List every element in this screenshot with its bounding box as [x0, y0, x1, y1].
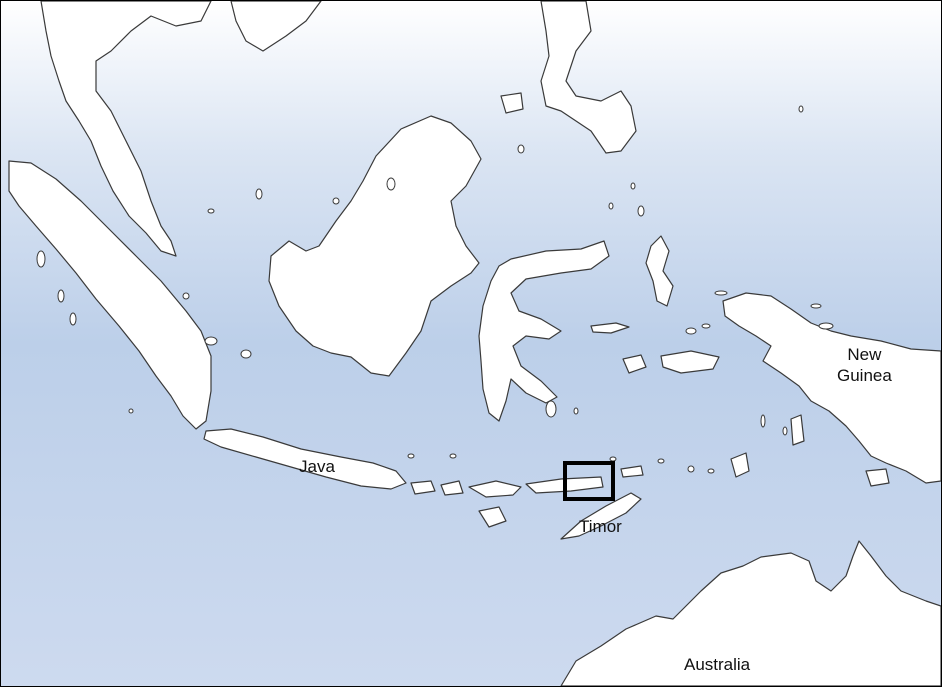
java-label: Java	[299, 457, 335, 476]
buru	[622, 354, 647, 374]
new-guinea-label-line1: New	[847, 345, 882, 364]
australia	[560, 540, 941, 686]
australia-label: Australia	[684, 655, 751, 674]
tanimbar	[730, 452, 750, 478]
sulawesi	[478, 240, 610, 422]
sula-islands	[590, 322, 630, 334]
timor-highlight-box	[563, 461, 615, 501]
bali	[410, 480, 436, 495]
malay-peninsula	[40, 1, 212, 257]
new-guinea-south-lobe	[865, 468, 890, 487]
timor-label: Timor	[579, 517, 622, 536]
borneo	[268, 115, 482, 377]
aru-islands	[790, 414, 805, 446]
indochina-fragment	[230, 1, 322, 52]
halmahera	[645, 235, 674, 307]
wetar	[620, 465, 644, 478]
seram	[660, 350, 720, 374]
new-guinea	[722, 292, 941, 484]
sumatra	[8, 160, 212, 430]
philippines	[540, 1, 637, 154]
lombok	[440, 480, 464, 496]
mindoro	[500, 92, 524, 114]
sumbawa	[468, 480, 522, 498]
new-guinea-label-line2: Guinea	[837, 366, 892, 385]
new-guinea-label: New Guinea	[837, 344, 892, 386]
small-islets	[36, 105, 834, 474]
java	[203, 428, 407, 490]
sumba	[478, 506, 507, 528]
timor	[560, 492, 642, 540]
